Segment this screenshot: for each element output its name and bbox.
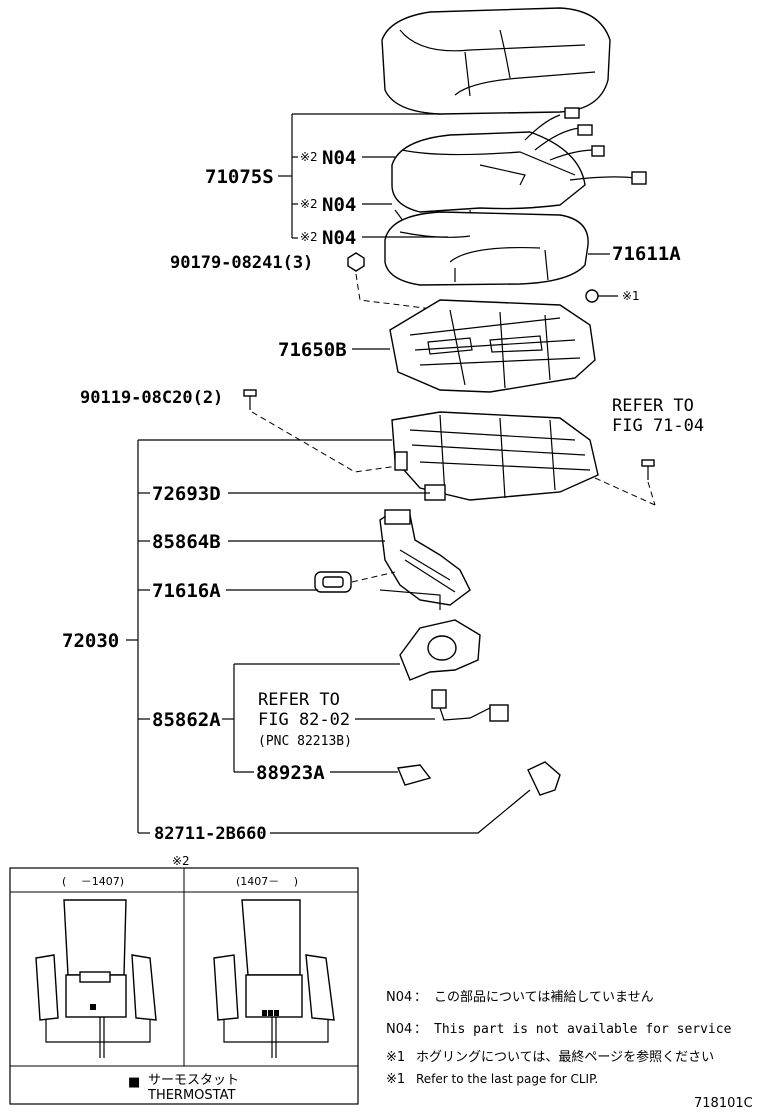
fig-71-04: FIG 71-04 bbox=[612, 416, 704, 436]
label-72693D: 72693D bbox=[152, 483, 221, 505]
note-1-text: この部品については補給していません bbox=[434, 990, 654, 1005]
cushion-frame-drawing bbox=[389, 299, 596, 393]
hog-ring-clip-icon bbox=[585, 289, 618, 303]
notes-block: N04 ： この部品については補給していません N04 ： This part … bbox=[386, 990, 732, 1087]
clip-82711-drawing bbox=[527, 761, 561, 796]
seat-cover-drawing bbox=[381, 7, 611, 115]
mark2-a: ※2 bbox=[300, 150, 318, 164]
bolt-left-icon bbox=[243, 389, 257, 410]
note-4-text: Refer to the last page for CLIP. bbox=[416, 1072, 598, 1086]
note-2-text: This part is not available for service bbox=[434, 1022, 732, 1037]
label-85862A: 85862A bbox=[152, 709, 221, 731]
label-82711-2B660: 82711-2B660 bbox=[154, 824, 267, 844]
label-90119-08C20: 90119-08C20(2) bbox=[80, 388, 223, 408]
inset-mark: ※2 bbox=[172, 854, 190, 868]
note-2-sep: ： bbox=[414, 1022, 427, 1037]
clip-mark-label: ※1 bbox=[622, 289, 640, 303]
figure-id: 718101C bbox=[694, 1096, 753, 1111]
label-72030: 72030 bbox=[62, 630, 119, 652]
label-n04-c: N04 bbox=[322, 227, 356, 249]
inset-box bbox=[9, 867, 359, 1105]
note-3-key: ※1 bbox=[386, 1050, 405, 1065]
clip-88923-drawing bbox=[397, 764, 432, 786]
connector-harness-drawing bbox=[431, 689, 509, 722]
label-71611A: 71611A bbox=[612, 243, 681, 265]
label-n04-a: N04 bbox=[322, 147, 356, 169]
nut-icon bbox=[347, 252, 365, 272]
legend-symbol: ■ bbox=[128, 1075, 140, 1090]
note-2-key: N04 bbox=[386, 1022, 412, 1037]
grommet-icon bbox=[314, 571, 352, 593]
note-4-key: ※1 bbox=[386, 1072, 405, 1087]
label-n04-b: N04 bbox=[322, 194, 356, 216]
leader-lines bbox=[126, 113, 610, 834]
pnc-82213B: (PNC 82213B) bbox=[258, 734, 352, 749]
inset-left-header: ( －1407) bbox=[62, 875, 124, 888]
label-71616A: 71616A bbox=[152, 580, 221, 602]
legend-en: THERMOSTAT bbox=[147, 1088, 235, 1103]
bolt-right-icon bbox=[641, 459, 655, 480]
mark2-b: ※2 bbox=[300, 197, 318, 211]
note-1-sep: ： bbox=[414, 990, 427, 1005]
heater-layout-left-drawing bbox=[35, 899, 157, 1058]
label-71075S: 71075S bbox=[205, 166, 274, 188]
note-3-text: ホグリングについては、最終ページを参照ください bbox=[416, 1049, 714, 1065]
seat-pad-drawing bbox=[384, 211, 589, 286]
refer-to-b: REFER TO bbox=[258, 690, 340, 710]
heater-layout-right-drawing bbox=[213, 899, 335, 1058]
refer-to-a: REFER TO bbox=[612, 396, 694, 416]
label-71650B: 71650B bbox=[278, 339, 347, 361]
legend-jp: サーモスタット bbox=[148, 1073, 239, 1088]
mark2-c: ※2 bbox=[300, 230, 318, 244]
thermostat-module-drawing bbox=[399, 619, 481, 681]
note-1-key: N04 bbox=[386, 990, 412, 1005]
fig-82-02: FIG 82-02 bbox=[258, 710, 350, 730]
label-85864B: 85864B bbox=[152, 531, 221, 553]
label-88923A: 88923A bbox=[256, 762, 325, 784]
seat-frame-drawing bbox=[391, 411, 599, 501]
sensor-harness-drawing bbox=[379, 509, 471, 610]
inset-right-header: (1407－ ) bbox=[236, 875, 298, 888]
label-90179-08241: 90179-08241(3) bbox=[170, 253, 313, 273]
